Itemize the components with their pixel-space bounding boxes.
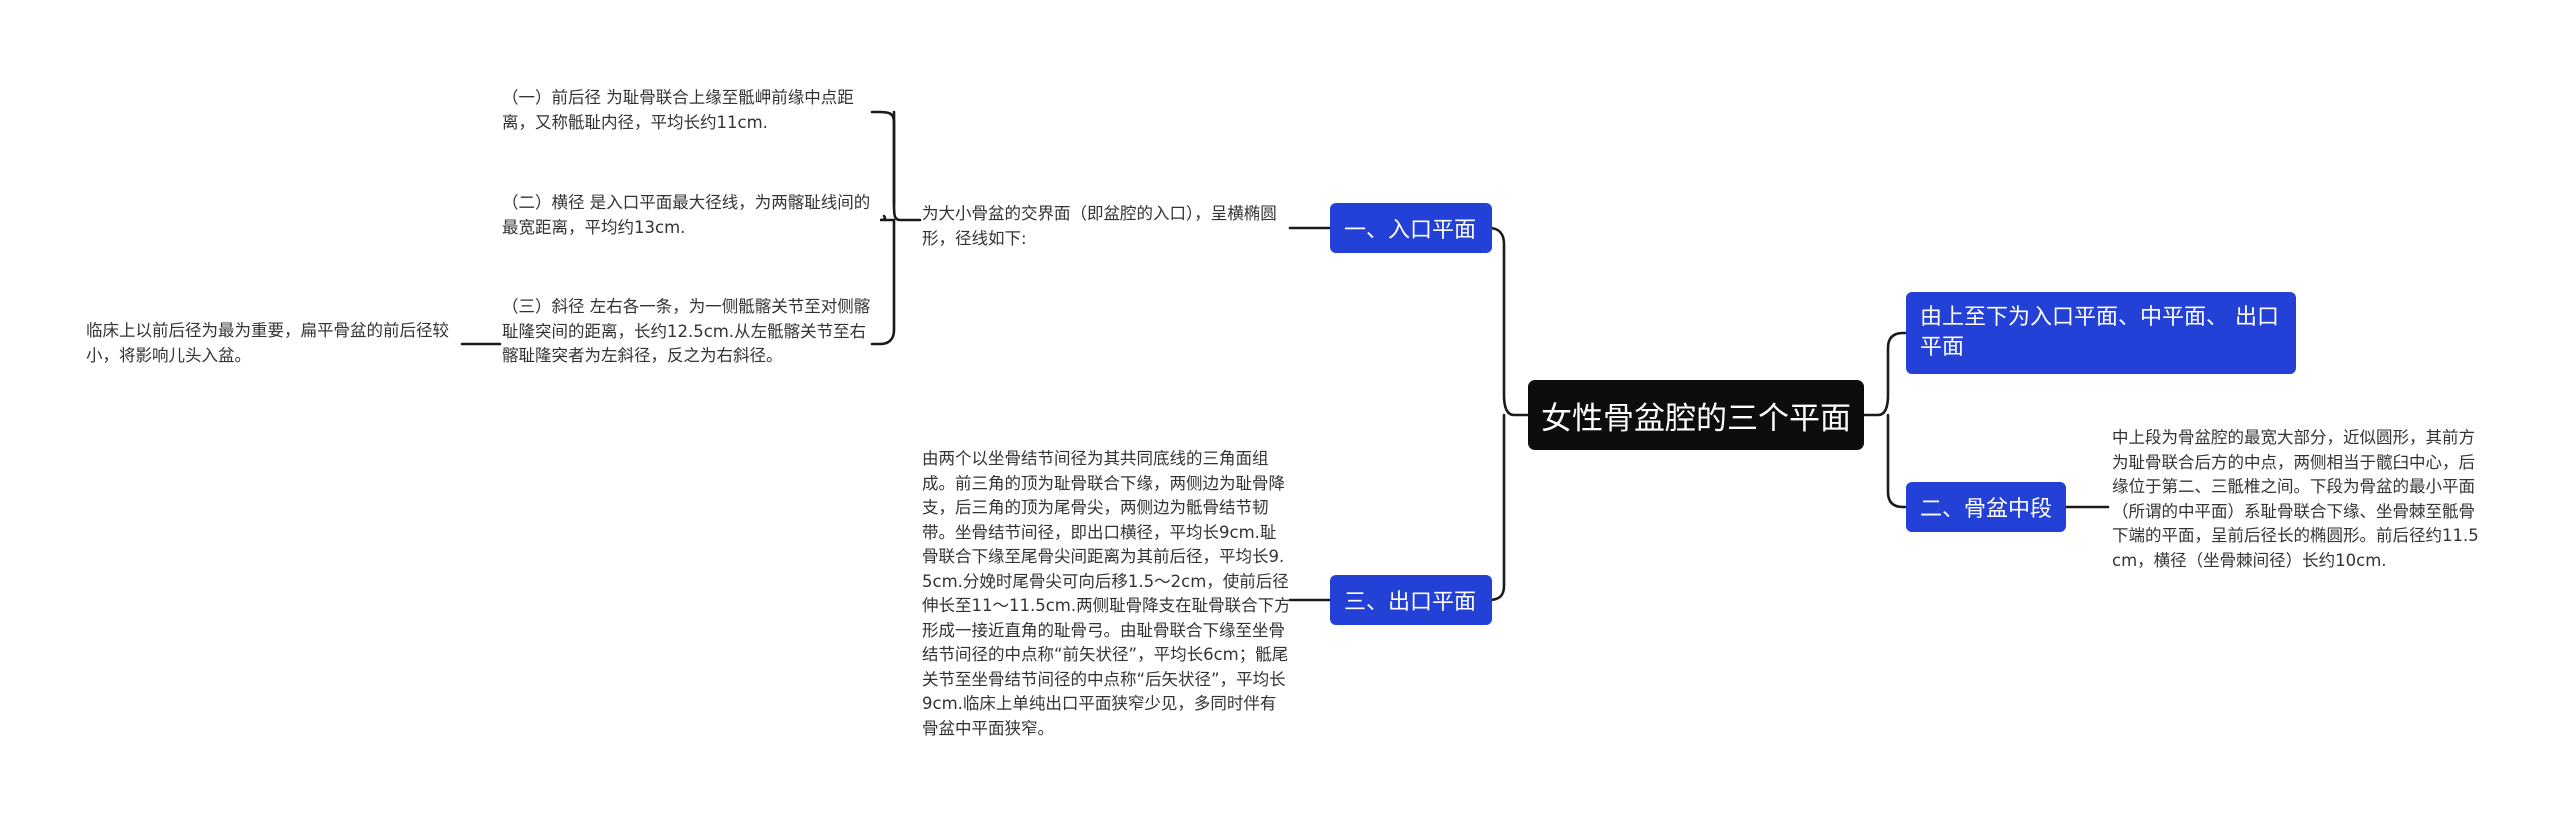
- connector-inlet-items: [870, 110, 922, 346]
- connector-root-left: [1488, 226, 1530, 602]
- branch-pelvic-midsection[interactable]: 二、骨盆中段: [1906, 482, 2066, 532]
- connector-root-right: [1862, 331, 1908, 509]
- root-label: 女性骨盆腔的三个平面: [1541, 400, 1851, 437]
- inlet-detail-text: 为大小骨盆的交界面（即盆腔的入口），呈横椭圆形，径线如下:: [922, 204, 1277, 248]
- outlet-detail-text: 由两个以坐骨结节间径为其共同底线的三角面组成。前三角的顶为耻骨联合下缘，两侧边为…: [922, 449, 1291, 738]
- branch-outlet-plane[interactable]: 三、出口平面: [1330, 575, 1492, 625]
- branch-outlet-plane-label: 三、出口平面: [1344, 590, 1477, 615]
- midsection-detail-text: 中上段为骨盆腔的最宽大部分，近似圆形，其前方为耻骨联合后方的中点，两侧相当于髋臼…: [2112, 428, 2479, 570]
- inlet-item-oblique: （三）斜径 左右各一条，为一侧骶髂关节至对侧髂耻隆突间的距离，长约12.5cm.…: [502, 297, 871, 365]
- inlet-item-anteroposterior: （一）前后径 为耻骨联合上缘至骶岬前缘中点距离，又称骶耻内径，平均长约11cm.: [502, 88, 854, 132]
- branch-inlet-plane-label: 一、入口平面: [1344, 218, 1477, 243]
- branch-pelvic-midsection-label: 二、骨盆中段: [1920, 497, 2053, 522]
- branch-inlet-plane[interactable]: 一、入口平面: [1330, 203, 1492, 253]
- inlet-item-transverse: （二）横径 是入口平面最大径线，为两髂耻线间的最宽距离，平均约13cm.: [502, 193, 871, 237]
- clinical-note-text: 临床上以前后径为最为重要，扁平骨盆的前后径较小，将影响儿头入盆。: [86, 321, 449, 365]
- branch-planes-order[interactable]: 由上至下为入口平面、中平面、 出口平面: [1906, 292, 2296, 374]
- branch-planes-order-label: 由上至下为入口平面、中平面、 出口平面: [1920, 305, 2279, 360]
- root-node[interactable]: 女性骨盆腔的三个平面: [1528, 380, 1864, 450]
